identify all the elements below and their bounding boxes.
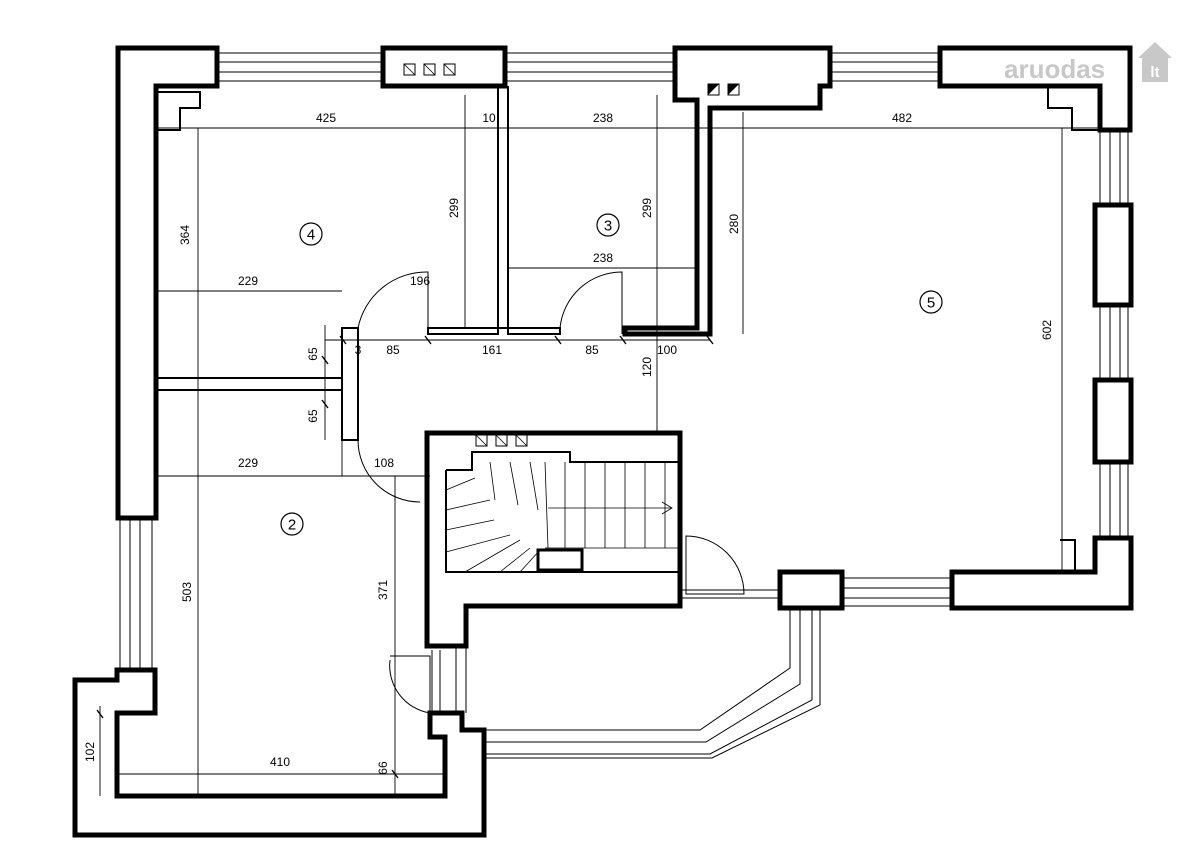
dim-65-bottom: 65 [306, 409, 320, 423]
dim-425: 425 [316, 111, 336, 125]
door-room-3 [559, 271, 623, 334]
dim-108: 108 [374, 456, 394, 470]
dim-100: 100 [657, 343, 677, 357]
window-top-3 [830, 52, 940, 82]
walls [72, 45, 1134, 838]
room-3-label: 3 [596, 213, 620, 237]
dim-120: 120 [640, 357, 654, 377]
window-right-1 [1099, 130, 1129, 205]
window-right-2 [1099, 305, 1129, 380]
watermark-roof-icon [1138, 42, 1172, 58]
watermark-brand: aruodas [1004, 54, 1105, 84]
dim-364: 364 [178, 225, 192, 245]
wall-bottom-right [949, 535, 1134, 611]
vent-group-top-left [403, 63, 456, 76]
dim-229-top: 229 [238, 274, 258, 288]
dim-161: 161 [482, 343, 502, 357]
dim-503: 503 [180, 582, 194, 602]
dim-3: 3 [355, 343, 362, 357]
wall-top-mid-right [622, 45, 833, 337]
dim-65-top: 65 [306, 347, 320, 361]
room-4-label: 4 [299, 222, 323, 246]
svg-text:4: 4 [307, 227, 315, 244]
stair-treads [445, 461, 680, 573]
wall-stair-inner [445, 451, 680, 573]
watermark-logo: aruodas lt [1004, 42, 1172, 84]
window-right-3 [1099, 462, 1129, 538]
chimney-block-top [380, 45, 508, 89]
partition-4-3 [497, 86, 509, 329]
door-bay [389, 655, 431, 714]
door-room-4 [357, 271, 429, 329]
window-left-lower [119, 518, 153, 670]
wall-left-upper [115, 45, 220, 521]
dim-238-top: 238 [593, 111, 613, 125]
doors [357, 271, 745, 714]
door-room-2 [357, 439, 421, 503]
dim-229-bottom: 229 [238, 456, 258, 470]
wall-pier-right-1 [1092, 202, 1134, 308]
wall-post-bottom [777, 569, 845, 611]
wall-bottom-left [72, 667, 487, 838]
windows [119, 52, 1129, 759]
dim-602: 602 [1040, 320, 1054, 340]
dim-299-left: 299 [447, 198, 461, 218]
stair-landing-block [536, 548, 584, 572]
partition-4-bottom [427, 327, 499, 335]
room-2-label: 2 [280, 512, 304, 536]
wall-step-bottomright [1060, 539, 1076, 572]
dim-85-right: 85 [585, 343, 599, 357]
door-stair-exit [685, 535, 745, 595]
staircase [445, 461, 680, 573]
wall-step-topleft [156, 91, 201, 131]
dimension-lines [96, 95, 1100, 796]
dim-482: 482 [892, 111, 912, 125]
wall-stair-block [424, 430, 683, 649]
svg-text:5: 5 [927, 295, 935, 312]
dim-66: 66 [376, 761, 390, 775]
watermark-house-icon [1142, 56, 1168, 82]
dimension-labels: 425 10 238 482 364 299 299 280 229 196 2… [83, 111, 1054, 775]
window-bottom-mid [680, 589, 780, 599]
partitions [155, 86, 561, 441]
dim-371: 371 [376, 580, 390, 600]
dim-280: 280 [727, 214, 741, 234]
window-top-2 [505, 52, 675, 82]
dim-196: 196 [410, 274, 430, 288]
dim-102: 102 [83, 742, 97, 762]
vent-group-stair [475, 434, 528, 447]
wall-step-topright [1047, 88, 1100, 131]
dim-238-mid: 238 [593, 251, 613, 265]
room-labels: 4 3 5 2 [280, 213, 943, 536]
partition-horizontal-2-4 [155, 377, 343, 391]
watermark-tld: lt [1150, 64, 1159, 81]
window-top-1 [217, 52, 383, 82]
window-bottom-right [842, 577, 952, 607]
stair-arrow [548, 501, 673, 515]
dim-299-right: 299 [640, 198, 654, 218]
dim-410: 410 [270, 755, 290, 769]
vent-group-top-right [707, 83, 740, 96]
window-bay [484, 608, 821, 759]
room-5-label: 5 [919, 290, 943, 314]
window-door-left [431, 646, 467, 713]
vents [403, 63, 740, 447]
wall-pier-right-2 [1092, 377, 1134, 465]
dim-10: 10 [482, 111, 496, 125]
dim-85-left: 85 [386, 343, 400, 357]
svg-text:3: 3 [604, 218, 612, 235]
partition-3-bottom [507, 327, 561, 335]
svg-text:2: 2 [288, 517, 296, 534]
